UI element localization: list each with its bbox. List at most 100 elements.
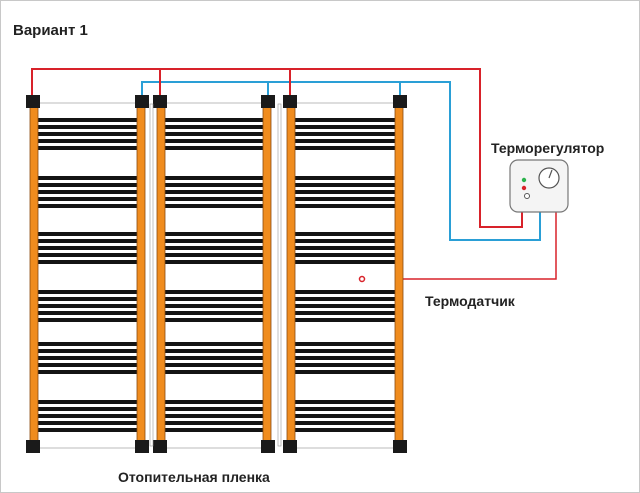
heating-strip bbox=[163, 400, 265, 404]
busbar-left bbox=[156, 103, 166, 447]
heating-strip bbox=[36, 239, 139, 243]
film-sheet bbox=[289, 102, 401, 449]
heating-strip bbox=[163, 356, 265, 360]
heating-strip bbox=[36, 197, 139, 201]
clamp-connector bbox=[153, 95, 167, 108]
phase-wire bbox=[31, 68, 523, 228]
heating-strip bbox=[293, 363, 397, 367]
heating-strip bbox=[36, 183, 139, 187]
clamp-connector bbox=[26, 95, 40, 108]
heating-strip bbox=[293, 139, 397, 143]
heating-strip bbox=[163, 342, 265, 346]
heating-strip bbox=[163, 132, 265, 136]
heating-strip bbox=[36, 176, 139, 180]
heating-strip bbox=[293, 246, 397, 250]
heating-strip bbox=[293, 407, 397, 411]
heating-strip bbox=[36, 304, 139, 308]
heating-strip bbox=[36, 363, 139, 367]
heating-strip bbox=[36, 146, 139, 150]
clamp-connector bbox=[393, 440, 407, 453]
heating-strip bbox=[36, 297, 139, 301]
heating-strip bbox=[36, 204, 139, 208]
neutral-bus-wire bbox=[141, 81, 401, 103]
clamp-connector bbox=[393, 95, 407, 108]
heating-strip bbox=[163, 146, 265, 150]
heating-strip bbox=[293, 304, 397, 308]
clamp-connector bbox=[261, 440, 275, 453]
heating-strip bbox=[163, 139, 265, 143]
heating-strip bbox=[36, 356, 139, 360]
heating-strip bbox=[293, 125, 397, 129]
heating-strip bbox=[163, 297, 265, 301]
clamp-connector bbox=[26, 440, 40, 453]
heating-strip bbox=[293, 349, 397, 353]
heating-strip bbox=[293, 239, 397, 243]
heating-strip bbox=[293, 260, 397, 264]
clamp-connector bbox=[261, 95, 275, 108]
heating-strip bbox=[163, 311, 265, 315]
heating-strip bbox=[163, 118, 265, 122]
heating-strip bbox=[36, 125, 139, 129]
heating-strip bbox=[163, 253, 265, 257]
heating-strip bbox=[36, 290, 139, 294]
heating-strip bbox=[293, 311, 397, 315]
heating-strip bbox=[163, 176, 265, 180]
heating-strip bbox=[36, 253, 139, 257]
heating-strip bbox=[163, 246, 265, 250]
heating-strip bbox=[293, 370, 397, 374]
heating-strip bbox=[163, 349, 265, 353]
film-sheet bbox=[159, 102, 269, 449]
thermostat-label: Терморегулятор bbox=[491, 140, 605, 156]
heating-strip bbox=[163, 421, 265, 425]
heating-strip bbox=[293, 253, 397, 257]
heating-strip bbox=[163, 232, 265, 236]
film-sheet bbox=[32, 102, 143, 449]
heating-strip bbox=[293, 118, 397, 122]
clamp-connector bbox=[283, 440, 297, 453]
heating-strip bbox=[36, 407, 139, 411]
heating-strip bbox=[163, 428, 265, 432]
heating-strip bbox=[293, 421, 397, 425]
heating-strip bbox=[293, 342, 397, 346]
heating-strip bbox=[293, 428, 397, 432]
heating-strip bbox=[36, 421, 139, 425]
heating-strip bbox=[36, 132, 139, 136]
clamp-connector bbox=[283, 95, 297, 108]
heating-strip bbox=[293, 232, 397, 236]
film-label: Отопительная пленка bbox=[118, 469, 270, 485]
busbar-right bbox=[136, 103, 146, 447]
heating-strip bbox=[163, 260, 265, 264]
thermostat-body bbox=[509, 159, 569, 213]
heating-strip bbox=[36, 190, 139, 194]
heating-strip bbox=[163, 407, 265, 411]
heating-film-panels bbox=[26, 95, 407, 453]
neutral-return-wire bbox=[400, 81, 541, 241]
heating-strip bbox=[36, 260, 139, 264]
sensor-probe-icon bbox=[358, 275, 366, 283]
heating-strip bbox=[163, 318, 265, 322]
film-panel-2 bbox=[153, 95, 275, 453]
clamp-connector bbox=[135, 440, 149, 453]
sensor-label: Термодатчик bbox=[425, 293, 515, 309]
sensor-wire bbox=[362, 210, 557, 280]
heating-strip bbox=[293, 176, 397, 180]
heating-strip bbox=[293, 204, 397, 208]
heating-strip bbox=[163, 363, 265, 367]
heating-strip bbox=[163, 125, 265, 129]
panel-gap bbox=[277, 103, 282, 447]
busbar-right bbox=[394, 103, 404, 447]
heating-strip bbox=[36, 414, 139, 418]
heating-strip bbox=[293, 146, 397, 150]
heating-strip bbox=[163, 183, 265, 187]
busbar-left bbox=[286, 103, 296, 447]
thermostat bbox=[509, 159, 569, 213]
heating-strip bbox=[36, 342, 139, 346]
variant-title: Вариант 1 bbox=[13, 22, 88, 39]
heating-strip bbox=[163, 190, 265, 194]
heating-strip bbox=[36, 400, 139, 404]
heating-strip bbox=[36, 232, 139, 236]
heating-strip bbox=[293, 356, 397, 360]
clamp-connector bbox=[135, 95, 149, 108]
heating-strip bbox=[293, 297, 397, 301]
